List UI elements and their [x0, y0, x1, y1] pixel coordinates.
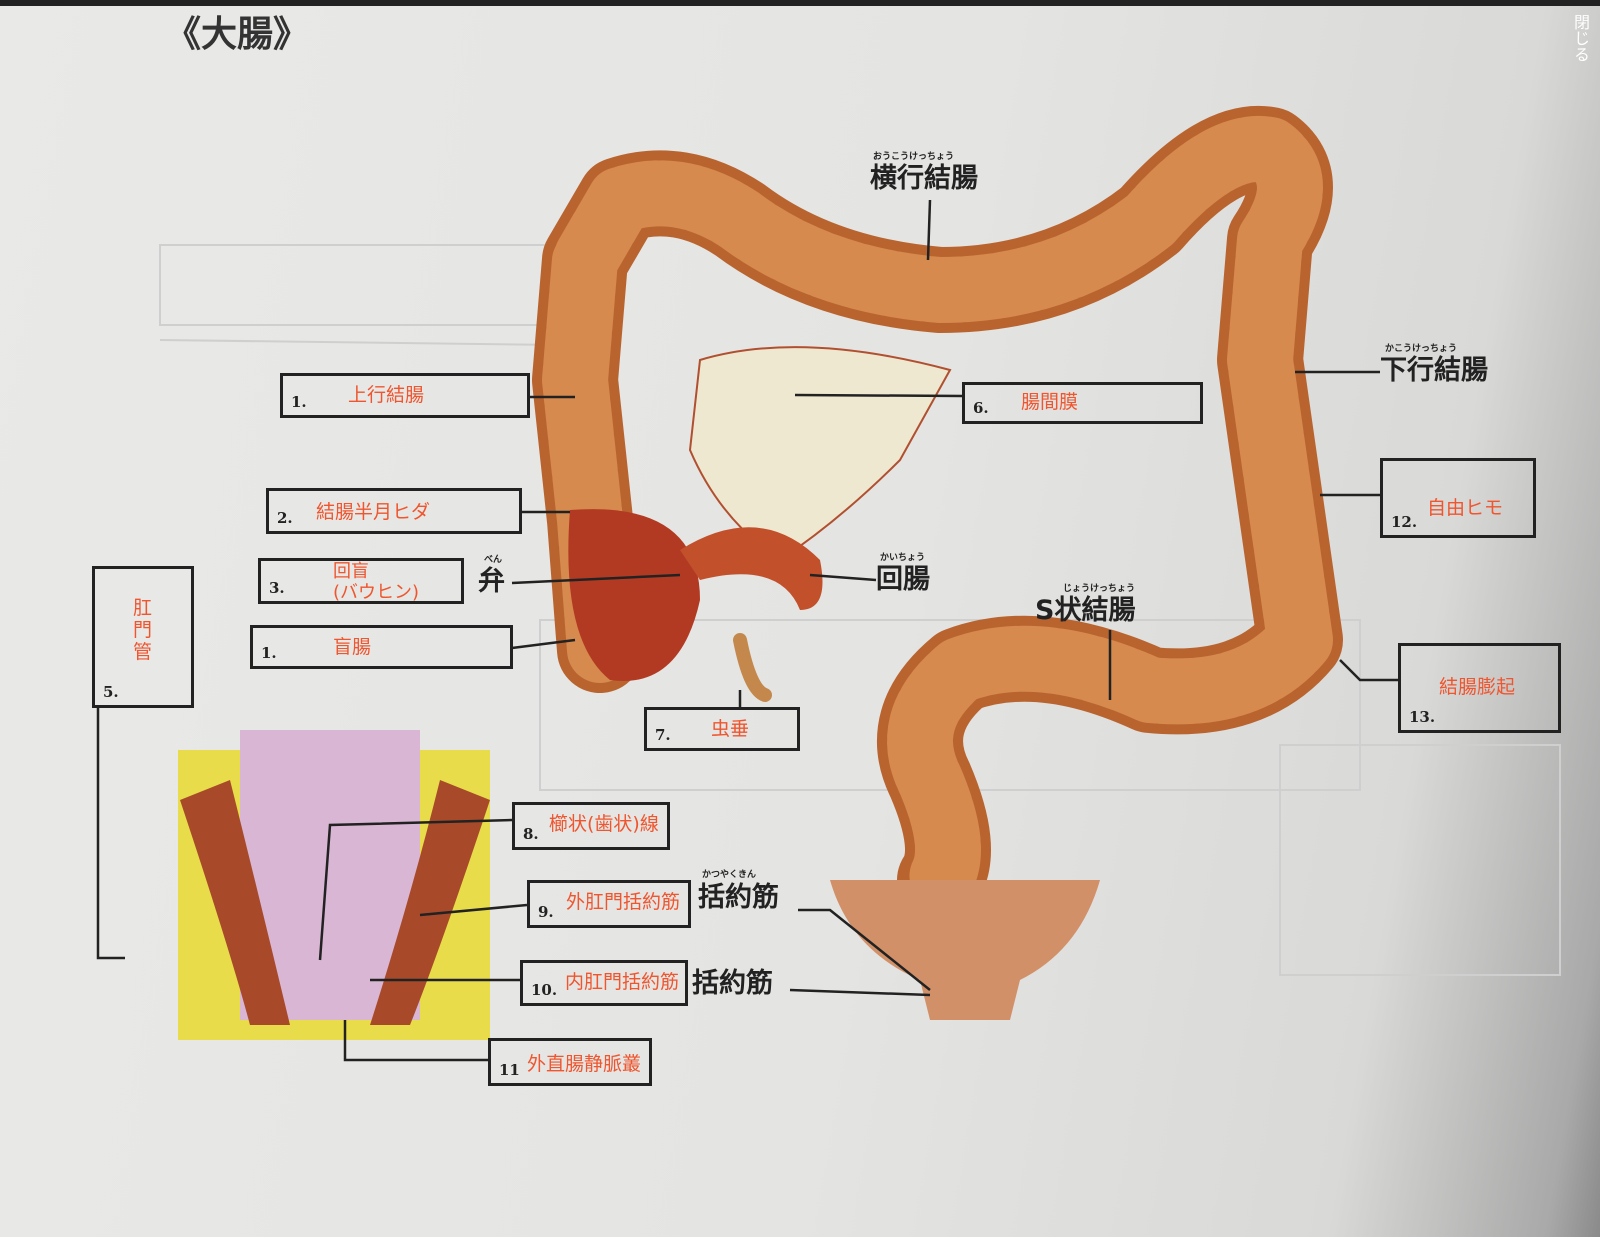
mesentery: [688, 346, 952, 562]
answer-box-5: 5. 肛 門 管: [92, 566, 194, 708]
answer-text: 腸間膜: [1021, 391, 1079, 413]
box-number: 6.: [973, 399, 989, 417]
answer-text: 肛 門 管: [133, 597, 153, 663]
anal-canal-lumen: [240, 730, 420, 1020]
box-number: 3.: [269, 579, 285, 597]
box-number: 7.: [655, 726, 671, 744]
answer-text: 外肛門括約筋: [566, 891, 681, 913]
answer-box-13: 13. 結腸膨起: [1398, 643, 1561, 733]
answer-text: 回盲 (バウヒン): [333, 561, 420, 603]
top-bar: [0, 0, 1600, 6]
transverse-colon-label: 横行結腸: [870, 163, 978, 194]
answer-box-8: 8. 櫛状(歯状)線: [512, 802, 670, 850]
answer-text: 自由ヒモ: [1427, 497, 1504, 519]
answer-text: 結腸膨起: [1439, 676, 1516, 698]
answer-text: 盲腸: [333, 636, 372, 658]
rectum: [830, 880, 1100, 1020]
leader-lines: [96, 199, 1400, 1062]
descending-colon-label: 下行結腸: [1380, 355, 1488, 386]
answer-text: 内肛門括約筋: [565, 971, 680, 993]
answer-box-10: 10. 内肛門括約筋: [520, 960, 688, 1006]
answer-text: 結腸半月ヒダ: [316, 501, 431, 523]
sphincter-label-1: 括約筋: [698, 882, 779, 913]
descending-colon-ruby: かこうけっちょう: [1385, 344, 1458, 354]
page-title: 《大腸》: [165, 13, 310, 55]
transverse-colon-ruby: おうこうけっちょう: [873, 152, 955, 162]
answer-text: 上行結腸: [348, 384, 425, 406]
valve-label: 弁: [478, 566, 505, 597]
answer-box-11: 11 外直腸静脈叢: [488, 1038, 652, 1086]
sigmoid-colon-ruby: じょうけっちょう: [1063, 584, 1136, 594]
haustra: [542, 115, 1333, 913]
ileum-label: 回腸: [876, 564, 930, 595]
answer-box-3: 3. 回盲 (バウヒン): [258, 558, 464, 604]
ileum: [680, 527, 823, 610]
box-number: 8.: [523, 825, 539, 843]
answer-box-9: 9. 外肛門括約筋: [527, 880, 691, 928]
box-number: 10.: [531, 981, 558, 999]
anal-sphincter-muscle: [180, 780, 490, 1025]
box-number: 12.: [1391, 513, 1418, 531]
box-number: 1.: [291, 393, 307, 411]
appendix: [733, 633, 772, 702]
answer-text: 虫垂: [711, 718, 750, 740]
answer-box-12: 12. 自由ヒモ: [1380, 458, 1536, 538]
answer-box-2: 2. 結腸半月ヒダ: [266, 488, 522, 534]
answer-box-1: 1. 上行結腸: [280, 373, 530, 418]
sigmoid-colon-label: S状結腸: [1035, 595, 1136, 626]
cecum-cross-section: [568, 509, 700, 681]
answer-box-4: 1. 盲腸: [250, 625, 513, 669]
box-number: 13.: [1409, 708, 1436, 726]
close-button[interactable]: 閉じる: [1571, 14, 1590, 62]
answer-text: 外直腸静脈叢: [527, 1053, 642, 1075]
answer-box-7: 7. 虫垂: [644, 707, 800, 751]
ileum-ruby: かいちょう: [880, 553, 926, 563]
box-number: 2.: [277, 509, 293, 527]
box-number: 9.: [538, 903, 554, 921]
sphincter-label-2: 括約筋: [692, 968, 773, 999]
answer-box-6: 6. 腸間膜: [962, 382, 1203, 424]
box-number: 5.: [103, 683, 119, 701]
valve-ruby: べん: [484, 555, 503, 565]
answer-text: 櫛状(歯状)線: [549, 813, 659, 835]
box-number: 1.: [261, 644, 277, 662]
box-number: 11: [499, 1061, 520, 1079]
sphincter-ruby: かつやくきん: [702, 870, 757, 880]
